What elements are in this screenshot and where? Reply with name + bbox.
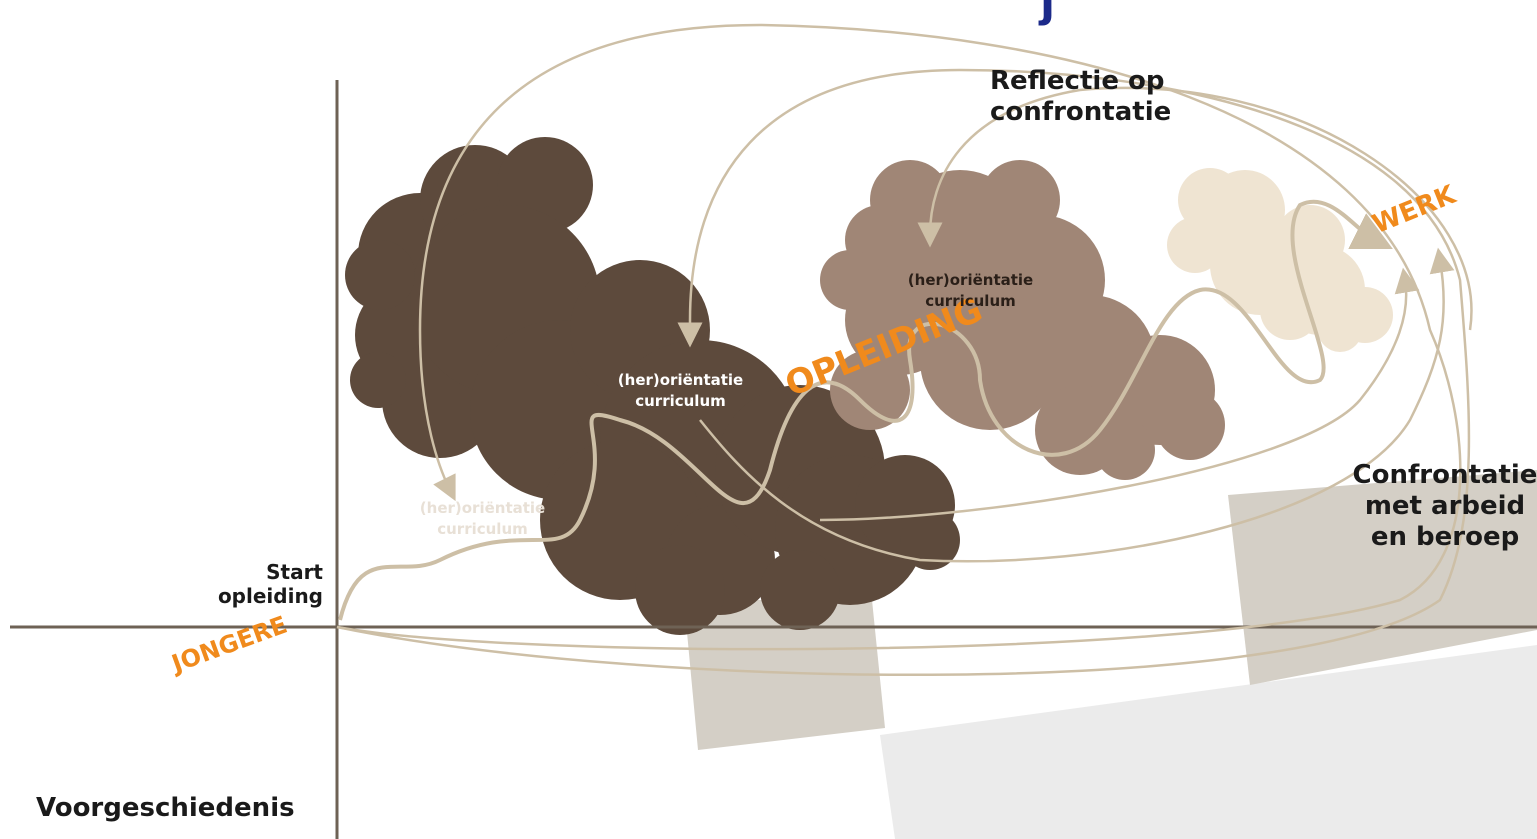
outer-loop-arrow <box>336 23 1462 651</box>
grey-block-center <box>684 600 885 750</box>
cloud-dark-label-line2: curriculum <box>635 392 726 410</box>
start-opleiding-label: Start opleiding <box>190 560 323 608</box>
third-loop-arrow <box>699 247 1455 563</box>
confrontatie-label-line1: Confrontatie <box>1352 460 1537 490</box>
cloud-mid-label: (her)oriëntatie curriculum <box>888 270 1053 312</box>
second-loop-arrow <box>336 68 1471 677</box>
reflectie-label: Reflectie op confrontatie <box>990 66 1171 128</box>
reflectie-label-line1: Reflectie op <box>990 66 1165 96</box>
voorgeschiedenis-label: Voorgeschiedenis <box>36 793 295 823</box>
cloud-start-label-line1: (her)oriëntatie <box>419 499 546 517</box>
light-cloud <box>1167 168 1393 352</box>
reflectie-label-line2: confrontatie <box>990 97 1172 128</box>
background-blocks <box>684 470 1537 839</box>
cloud-start-label-line2: curriculum <box>437 520 528 538</box>
axes <box>10 80 1537 839</box>
confrontatie-label: Confrontatie met arbeid en beroep <box>1330 460 1537 554</box>
cloud-dark-label: (her)oriëntatie curriculum <box>598 370 763 412</box>
start-label-line1: Start <box>266 560 323 584</box>
reflectie-loop-arrow <box>917 86 1473 331</box>
confrontatie-label-line2: met arbeid <box>1364 491 1526 522</box>
cloud-mid-label-line1: (her)oriëntatie <box>907 271 1034 289</box>
grey-block-right <box>1228 470 1537 685</box>
light-grey-block <box>880 645 1537 839</box>
title-fragment: j <box>1040 0 1056 27</box>
confrontatie-label-line3: en beroep <box>1370 522 1520 553</box>
main-wavy-path <box>338 199 1393 621</box>
cloud-mid-label-line2: curriculum <box>925 292 1016 310</box>
cloud-dark-label-line1: (her)oriëntatie <box>617 371 744 389</box>
cloud-start-label: (her)oriëntatie curriculum <box>405 498 560 540</box>
mid-cloud <box>820 160 1225 480</box>
inner-loop-arrow <box>819 267 1420 522</box>
start-label-line2: opleiding <box>217 584 323 608</box>
dark-cloud <box>345 137 960 635</box>
arrows <box>336 23 1473 677</box>
